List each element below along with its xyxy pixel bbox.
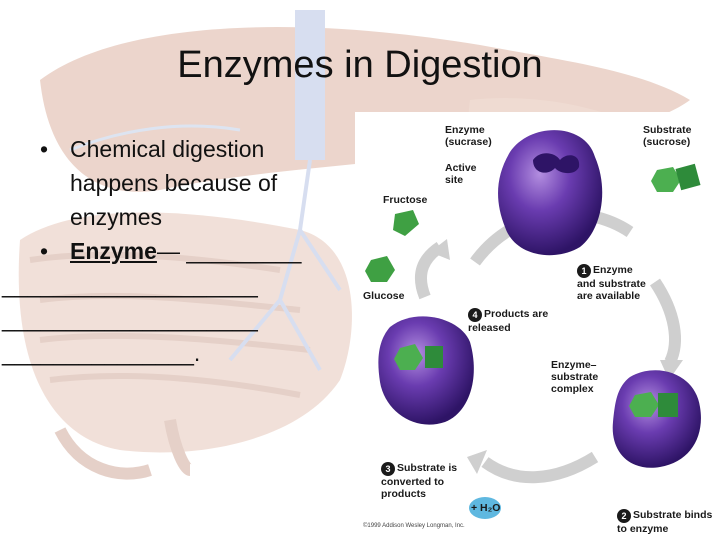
substrate-in-complex: [629, 392, 659, 417]
bullet-list: • Chemical digestion happens because of …: [2, 132, 350, 370]
bullet-chemical-digestion: • Chemical digestion happens because of …: [40, 132, 350, 234]
step-4-number: 4: [468, 308, 482, 322]
enzyme-complex-shape: [612, 370, 701, 468]
bullet-text: Chemical digestion happens because of en…: [70, 136, 278, 230]
liver-shape: [40, 27, 690, 192]
cycle-arrow-right: [649, 278, 681, 365]
complex-label: Enzyme– substrate complex: [551, 359, 599, 395]
active-site-shape: [533, 153, 580, 174]
blank-line: _________: [186, 238, 302, 264]
copyright-text: ©1999 Addison Wesley Longman, Inc.: [363, 523, 465, 529]
enzyme-top-shape: [498, 130, 603, 256]
aorta-shape: [295, 10, 325, 160]
step-3-number: 3: [381, 462, 395, 476]
slide-title: Enzymes in Digestion: [177, 44, 543, 86]
glucose-in-enzyme: [394, 344, 423, 370]
enzyme-term: Enzyme: [70, 238, 157, 264]
fructose-in-enzyme: [425, 346, 443, 368]
enzyme-label: Enzyme (sucrase): [445, 124, 492, 148]
arrow-head-icon: [467, 450, 487, 474]
step-1-number: 1: [577, 264, 591, 278]
step-2-number: 2: [617, 509, 631, 523]
fructose-label: Fructose: [383, 194, 428, 206]
substrate-in-complex: [658, 393, 678, 417]
bullet-enzyme-definition: • Enzyme— _________: [40, 234, 350, 268]
blank-line: _______________.: [2, 340, 201, 366]
intestine-shape: [18, 212, 352, 453]
substrate-sucrose-icon: [651, 167, 681, 192]
water-molecule-icon: [469, 497, 501, 519]
arrow-head-icon: [430, 239, 450, 260]
fructose-icon: [393, 210, 419, 236]
enzyme-left-shape: [378, 316, 474, 425]
blank-lines-block: ____________________ ___________________…: [2, 268, 350, 370]
glucose-label: Glucose: [363, 290, 405, 302]
enzyme-cycle-figure: Enzyme (sucrase) Substrate (sucrose) Act…: [355, 112, 720, 540]
cycle-arrow-bottom: [481, 451, 599, 484]
bullet-dot-icon: •: [40, 136, 49, 162]
enzyme-cycle-diagram: [365, 130, 701, 519]
blank-line: ____________________: [2, 272, 258, 298]
blank-line: ____________________: [2, 306, 258, 332]
substrate-label: Substrate (sucrose): [643, 124, 692, 148]
glucose-icon: [365, 256, 395, 282]
substrate-sucrose-icon: [675, 163, 701, 191]
water-label: + H₂O: [471, 502, 501, 514]
em-dash: —: [156, 238, 180, 264]
bullet-dot-icon: •: [40, 238, 49, 264]
arrow-head-icon: [660, 360, 683, 380]
active-site-label: Active site: [445, 162, 477, 186]
